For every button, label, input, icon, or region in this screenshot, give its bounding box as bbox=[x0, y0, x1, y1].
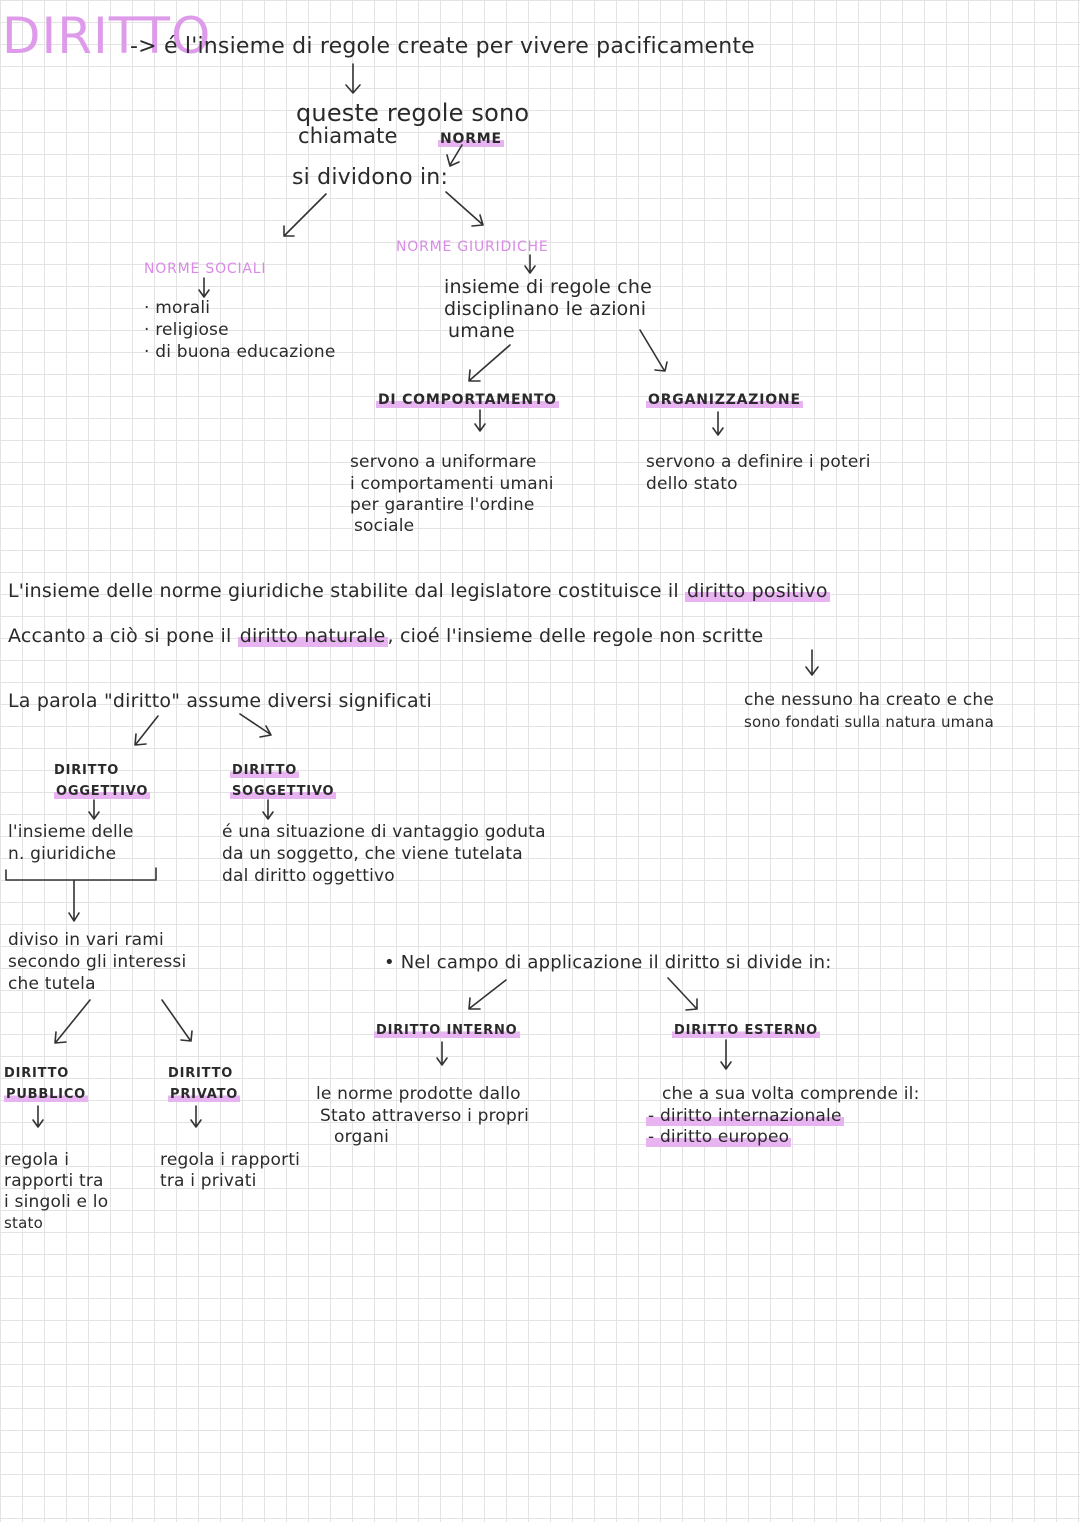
pubblico-def-line: regola i bbox=[4, 1150, 70, 1170]
dividono-text: si dividono in: bbox=[292, 165, 449, 190]
comportamento-heading: DI COMPORTAMENTO bbox=[376, 392, 559, 408]
rami-line: secondo gli interessi bbox=[8, 952, 187, 972]
interno-heading: DIRITTO INTERNO bbox=[374, 1023, 520, 1038]
soggettivo-def-line: da un soggetto, che viene tutelata bbox=[222, 844, 523, 864]
privato-heading-2: PRIVATO bbox=[168, 1087, 241, 1102]
naturale-def-line: che nessuno ha creato e che bbox=[744, 690, 995, 710]
interno-def-line: organi bbox=[334, 1127, 389, 1147]
norme-line-2: chiamate bbox=[298, 124, 398, 148]
norme-line-1: queste regole sono bbox=[296, 99, 530, 127]
oggettivo-heading: DIRITTO bbox=[54, 763, 120, 778]
privato-def-line: regola i rapporti bbox=[160, 1150, 301, 1170]
pubblico-heading-2: PUBBLICO bbox=[4, 1087, 89, 1102]
soggettivo-heading: DIRITTO bbox=[230, 763, 300, 778]
campo-text: • Nel campo di applicazione il diritto s… bbox=[384, 952, 832, 973]
naturale-def-line: sono fondati sulla natura umana bbox=[744, 713, 994, 731]
privato-heading: DIRITTO bbox=[168, 1066, 234, 1081]
sociali-item: · religiose bbox=[144, 320, 229, 340]
comp-def-line: per garantire l'ordine bbox=[350, 495, 535, 515]
comp-def-line: servono a uniformare bbox=[350, 452, 537, 472]
comp-def-line: sociale bbox=[354, 516, 415, 536]
norme-word: NORME bbox=[438, 131, 504, 147]
pubblico-heading: DIRITTO bbox=[4, 1066, 70, 1081]
positivo-line: L'insieme delle norme giuridiche stabili… bbox=[8, 580, 830, 602]
esterno-def-line: - diritto internazionale bbox=[646, 1106, 844, 1126]
naturale-line: Accanto a ciò si pone il diritto natural… bbox=[8, 625, 764, 647]
org-def-line: servono a definire i poteri bbox=[646, 452, 871, 472]
giur-def-line: disciplinano le azioni bbox=[444, 298, 647, 320]
interno-def-line: Stato attraverso i propri bbox=[320, 1106, 530, 1126]
sociali-item: · di buona educazione bbox=[144, 342, 336, 362]
pubblico-def-line: stato bbox=[4, 1214, 43, 1232]
soggettivo-heading-2: SOGGETTIVO bbox=[230, 784, 337, 799]
parola-text: La parola "diritto" assume diversi signi… bbox=[8, 690, 432, 712]
soggettivo-def-line: dal diritto oggettivo bbox=[222, 866, 395, 886]
organizzazione-heading: ORGANIZZAZIONE bbox=[646, 392, 803, 408]
oggettivo-def-line: l'insieme delle bbox=[8, 822, 134, 842]
comp-def-line: i comportamenti umani bbox=[350, 474, 554, 494]
interno-def-line: le norme prodotte dallo bbox=[316, 1084, 521, 1104]
esterno-heading: DIRITTO ESTERNO bbox=[672, 1023, 821, 1038]
rami-line: diviso in vari rami bbox=[8, 930, 164, 950]
norme-sociali-heading: NORME SOCIALI bbox=[144, 261, 267, 277]
sociali-item: · morali bbox=[144, 298, 211, 318]
rami-line: che tutela bbox=[8, 974, 96, 994]
pubblico-def-line: rapporti tra bbox=[4, 1171, 104, 1191]
intro-text: -> é l'insieme di regole create per vive… bbox=[130, 34, 755, 59]
org-def-line: dello stato bbox=[646, 474, 738, 494]
privato-def-line: tra i privati bbox=[160, 1171, 257, 1191]
esterno-def-line: che a sua volta comprende il: bbox=[662, 1084, 920, 1104]
page-title: DIRITTO bbox=[2, 7, 212, 65]
giur-def-line: umane bbox=[448, 320, 515, 342]
norme-giuridiche-heading: NORME GIURIDICHE bbox=[396, 239, 549, 255]
oggettivo-def-line: n. giuridiche bbox=[8, 844, 117, 864]
giur-def-line: insieme di regole che bbox=[444, 276, 652, 298]
esterno-def-line: - diritto europeo bbox=[646, 1127, 792, 1147]
soggettivo-def-line: é una situazione di vantaggio goduta bbox=[222, 822, 546, 842]
pubblico-def-line: i singoli e lo bbox=[4, 1192, 109, 1212]
oggettivo-heading-2: OGGETTIVO bbox=[54, 784, 151, 799]
